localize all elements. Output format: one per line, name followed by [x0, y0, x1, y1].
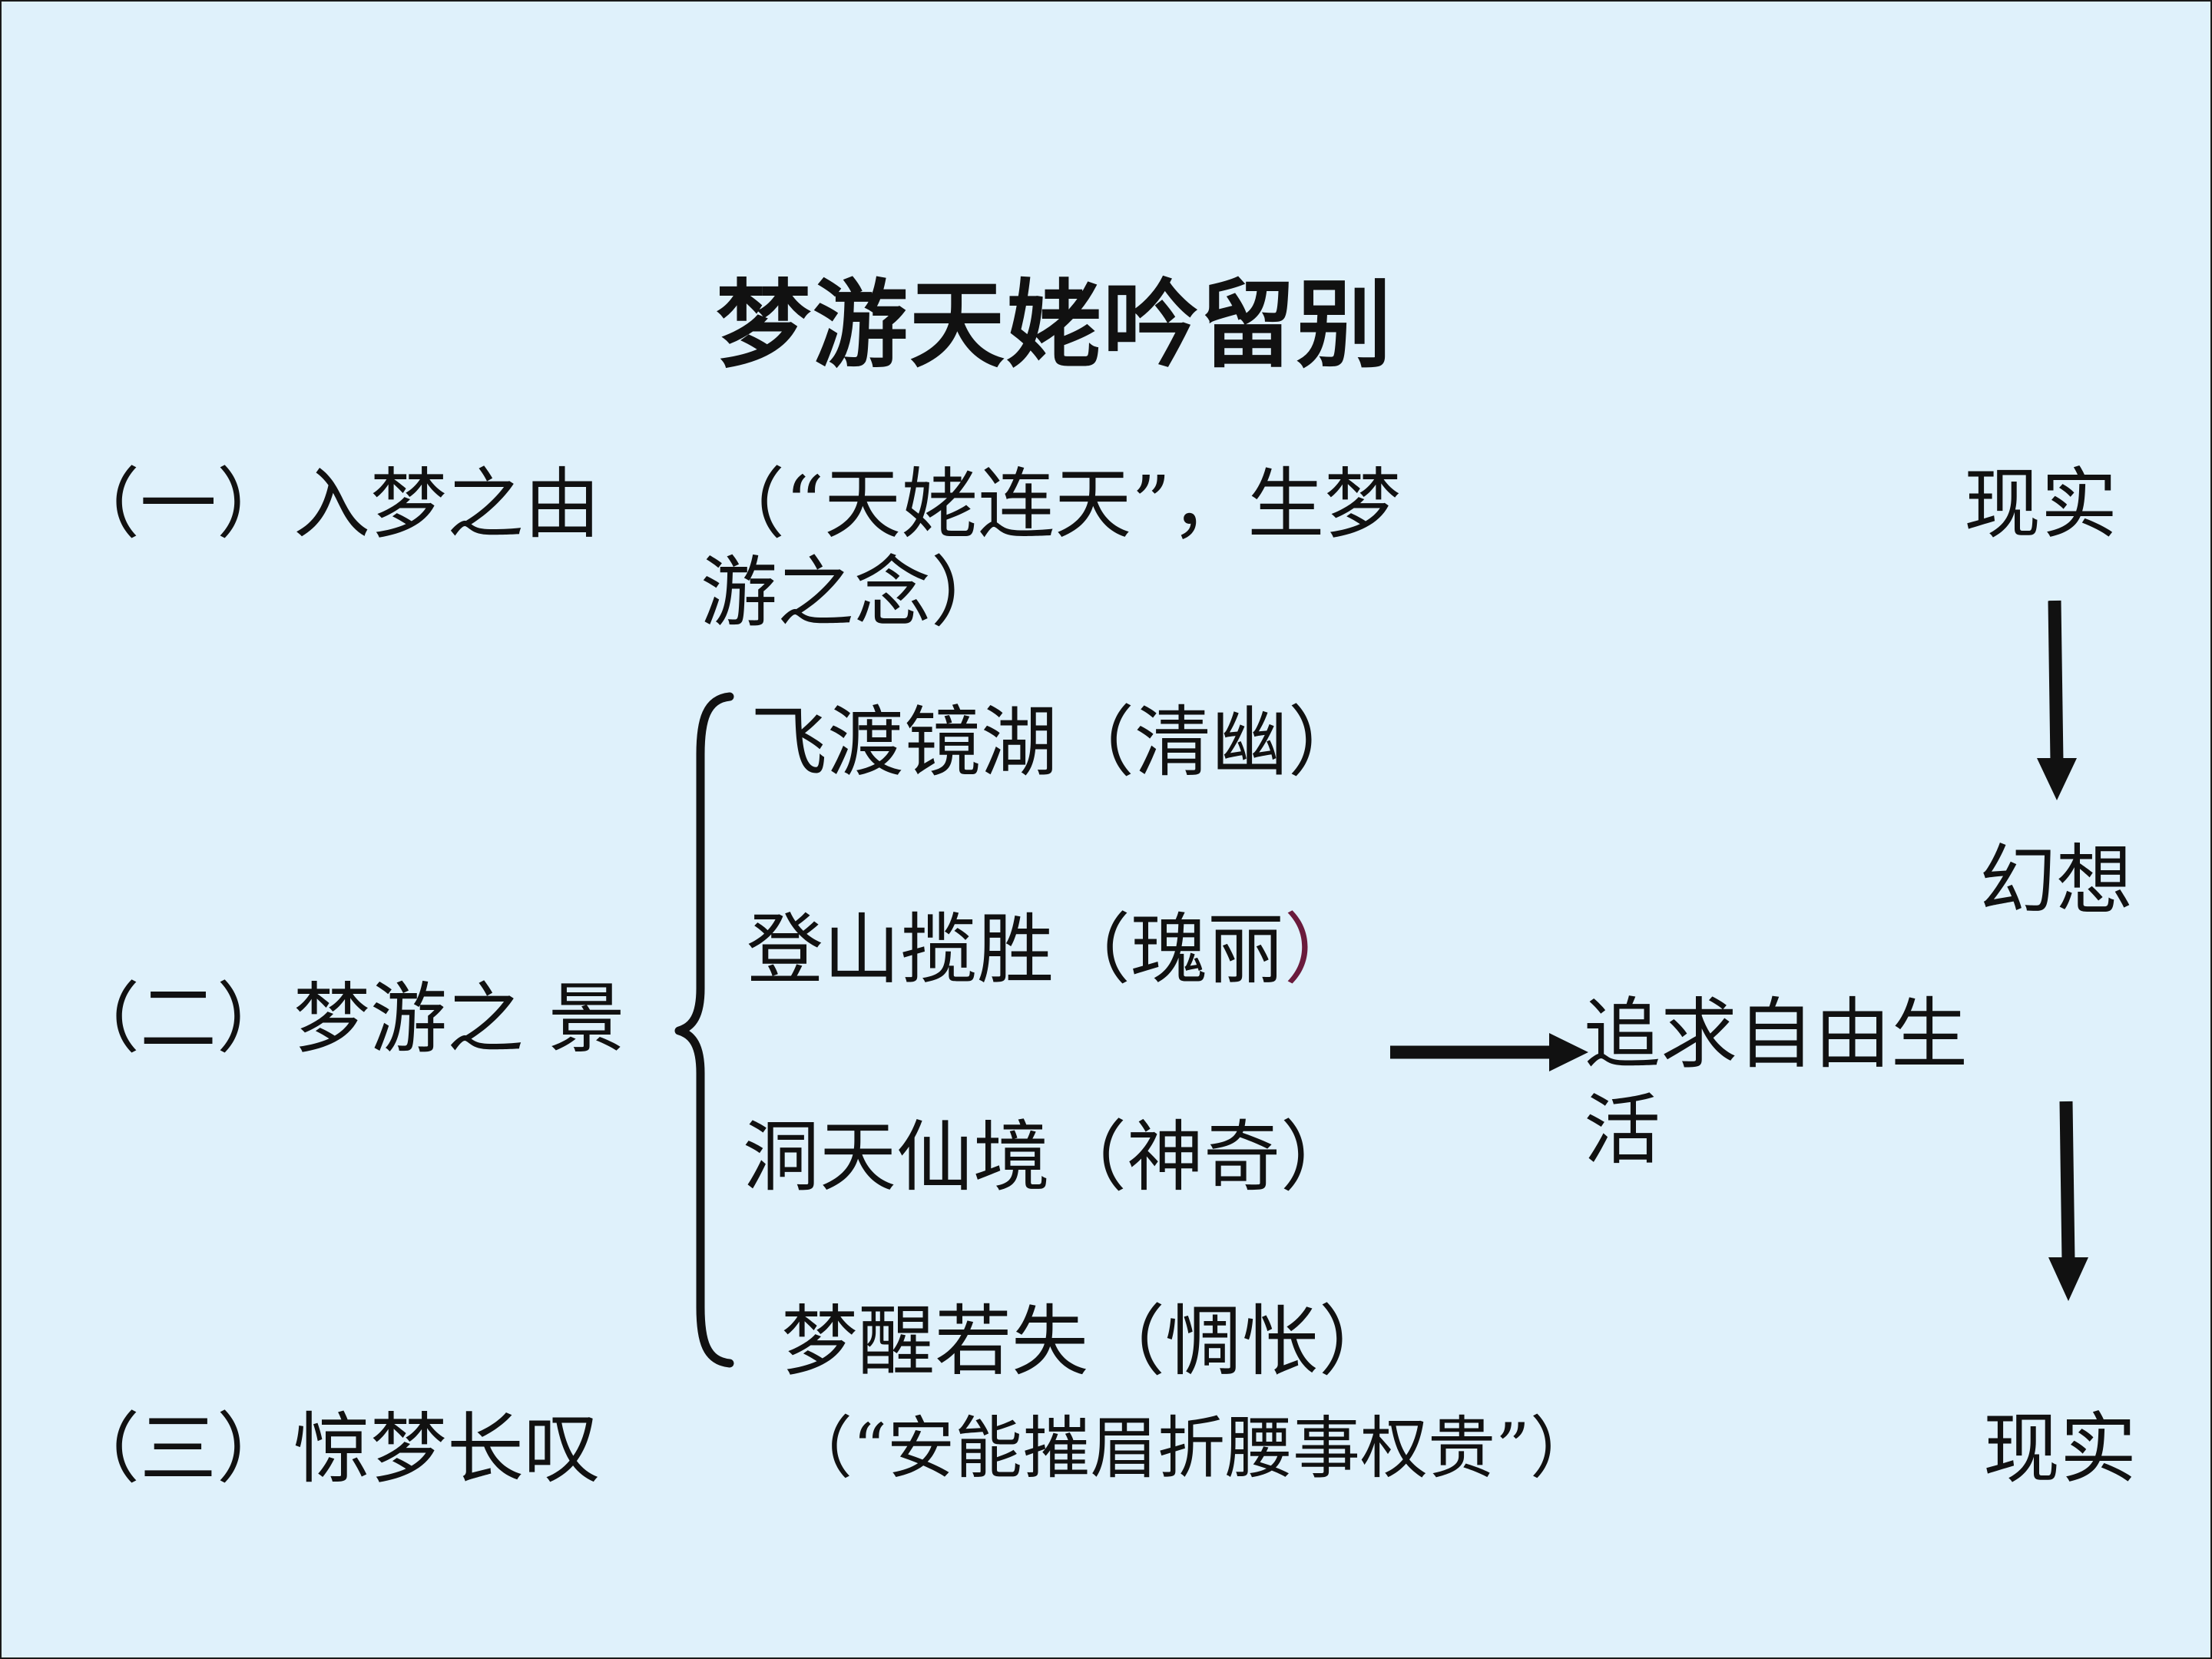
- arrow-down-bottom-head: [2048, 1257, 2088, 1301]
- section-1-label: （一）入梦之由: [63, 459, 601, 549]
- section-1-note-line-2: 游之念）: [700, 548, 1008, 637]
- scene-item-2-close-paren: ）: [1284, 905, 1361, 995]
- curly-brace: [674, 692, 734, 1368]
- arrow-down-bottom-shaft: [2059, 1101, 2075, 1262]
- arrow-down-top-shaft: [2048, 600, 2064, 763]
- scene-item-2: 登山揽胜（瑰丽）: [747, 912, 1361, 988]
- section-2-label: （二）梦游之 景: [63, 974, 625, 1064]
- arrow-down-top-head: [2037, 758, 2077, 800]
- pursuit-text-line-2: 活: [1584, 1085, 1661, 1175]
- section-3-note: （“安能摧眉折腰事权贵”）: [785, 1409, 1598, 1488]
- page-title: 梦游天姥吟留别: [716, 270, 1394, 381]
- side-label-fantasy: 幻想: [1979, 836, 2133, 926]
- scene-item-1: 飞渡镜湖（清幽）: [750, 697, 1365, 787]
- side-label-reality-top: 现实: [1964, 459, 2118, 549]
- side-label-reality-bottom: 现实: [1983, 1404, 2137, 1494]
- section-1-note-line-1: （“天姥连天”，生梦: [708, 459, 1402, 549]
- scene-item-2-text: 登山揽胜（瑰丽: [747, 905, 1284, 995]
- section-3-label: （三）惊梦长叹: [63, 1404, 601, 1494]
- scene-item-3: 洞天仙境（神奇）: [743, 1112, 1357, 1202]
- pursuit-text-line-1: 追求自由生: [1584, 989, 1968, 1079]
- scene-item-4: 梦醒若失（惆怅）: [781, 1296, 1396, 1386]
- arrow-right-head: [1549, 1033, 1588, 1071]
